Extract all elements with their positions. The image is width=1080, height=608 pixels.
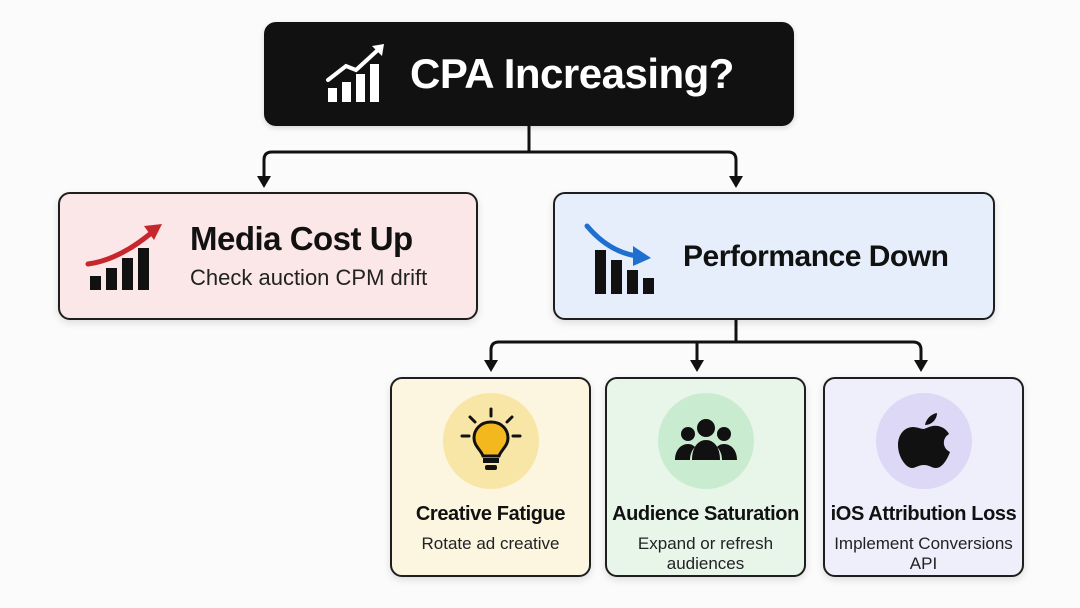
leaf-creative-fatigue: Creative Fatigue Rotate ad creative xyxy=(390,377,591,577)
branch-performance-down: Performance Down xyxy=(553,192,995,320)
bar-chart-rising-arrow-icon xyxy=(85,224,162,290)
leaf-subtitle: Implement Conversions API xyxy=(834,534,1013,574)
leaf-ios-attribution-loss: iOS Attribution Loss Implement Conversio… xyxy=(823,377,1024,577)
lightbulb-icon xyxy=(460,407,521,470)
bar-chart-falling-arrow-icon xyxy=(584,223,654,294)
icon-circle xyxy=(657,393,754,489)
branch-subtitle: Check auction CPM drift xyxy=(190,265,428,291)
leaf-title: Creative Fatigue xyxy=(415,503,566,525)
branch-title: Performance Down xyxy=(683,239,949,273)
apple-logo-icon xyxy=(897,413,950,468)
bar-chart-rising-icon xyxy=(326,44,385,102)
leaf-title: Audience Saturation xyxy=(612,503,799,525)
branch-media-cost-up: Media Cost Up Check auction CPM drift xyxy=(58,192,478,320)
leaf-subtitle: Expand or refresh audiences xyxy=(637,534,774,574)
people-group-icon xyxy=(674,419,737,460)
root-title: CPA Increasing? xyxy=(410,50,734,97)
leaf-subtitle: Rotate ad creative xyxy=(421,534,560,553)
branch-title: Media Cost Up xyxy=(190,219,413,257)
root-question-node: CPA Increasing? xyxy=(264,22,794,126)
icon-circle xyxy=(442,393,539,489)
leaf-title: iOS Attribution Loss xyxy=(830,503,1017,525)
icon-circle xyxy=(875,393,972,489)
leaf-audience-saturation: Audience Saturation Expand or refresh au… xyxy=(605,377,806,577)
